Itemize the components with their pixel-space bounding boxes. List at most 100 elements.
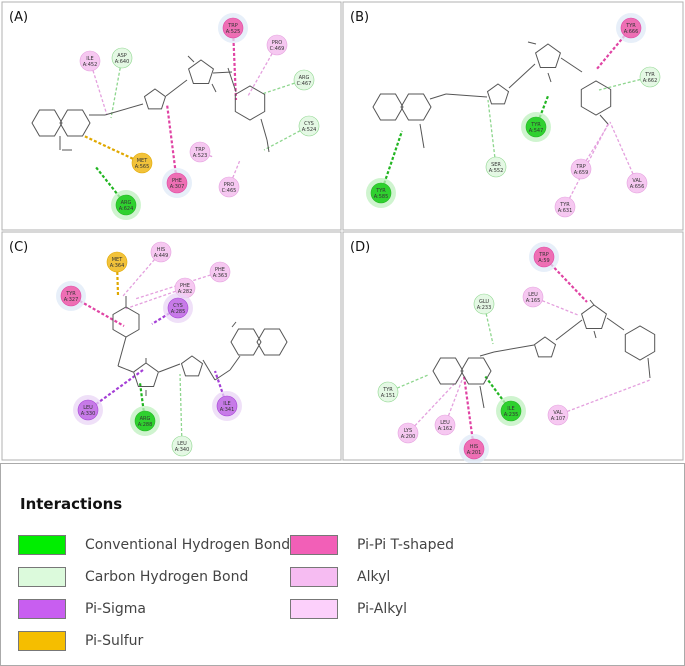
interaction-line — [165, 103, 179, 184]
ligand-structure — [112, 296, 288, 396]
residue-id: A:656 — [630, 184, 645, 190]
residue-disc — [266, 34, 288, 56]
residue-name: TRP — [538, 252, 549, 258]
legend-swatch — [290, 535, 338, 555]
residue-id: A:341 — [220, 407, 235, 413]
residue-disc — [500, 400, 522, 422]
ligand-ring — [188, 59, 214, 84]
interaction-line — [263, 125, 310, 151]
ligand-bond — [527, 41, 537, 45]
interaction-line — [487, 99, 497, 168]
ligand-bond — [560, 57, 583, 73]
residue-disc — [463, 438, 485, 460]
legend-item-pi-sulfur: Pi-Sulfur — [18, 630, 143, 652]
residue-id: A:565 — [135, 164, 150, 170]
residue-id: A:364 — [110, 263, 125, 269]
ligand-bond — [647, 357, 651, 379]
residue-id: A:282 — [178, 289, 193, 295]
ligand-bond — [229, 355, 241, 371]
ligand-ring — [31, 109, 63, 137]
ligand-bond — [117, 336, 127, 367]
residue-name: TYR — [559, 202, 570, 208]
residue-name: ARG — [121, 200, 132, 206]
residue-disc — [111, 47, 133, 69]
residue-name: GLU — [479, 299, 489, 305]
residue-disc — [209, 261, 231, 283]
residue-id: A:165 — [526, 298, 541, 304]
residue-name: PRO — [272, 40, 282, 46]
residue-disc — [216, 395, 238, 417]
residue-disc — [547, 404, 569, 426]
ligand-bond — [117, 365, 134, 373]
residue-disc — [218, 176, 240, 198]
residue-name: HIS — [470, 444, 478, 450]
ligand-bond — [555, 319, 583, 341]
residue-name: ILE — [223, 401, 230, 407]
interaction-line — [444, 379, 463, 426]
residue-disc — [620, 17, 642, 39]
legend-label: Pi-Pi T-shaped — [357, 537, 455, 553]
residue-name: CYS — [173, 303, 183, 309]
residue-name: TRP — [194, 147, 205, 153]
ligand-bond — [212, 71, 233, 74]
ligand-ring — [372, 93, 404, 121]
ligand-ring — [256, 328, 288, 356]
residue-name: TRP — [227, 23, 238, 29]
residue-name: PHE — [180, 283, 190, 289]
legend-label: Carbon Hydrogen Bond — [85, 569, 249, 585]
legend-label: Pi-Sigma — [85, 601, 146, 617]
ligand-ring — [535, 43, 561, 68]
legend-swatch — [18, 631, 66, 651]
ligand-bond — [479, 385, 485, 409]
residue-disc — [434, 414, 456, 436]
panel-label: (C) — [9, 240, 28, 255]
residue-disc — [134, 410, 156, 432]
ligand-ring — [486, 83, 510, 105]
residue-disc — [60, 285, 82, 307]
residue-disc — [131, 152, 153, 174]
residue-name: TRP — [575, 164, 586, 170]
residue-id: A:235 — [504, 412, 519, 418]
panel-label: (D) — [350, 240, 370, 255]
residue-name: ARG — [299, 75, 310, 81]
interaction-line — [124, 287, 186, 310]
residue-id: A:151 — [381, 393, 396, 399]
residue-name: VAL — [553, 410, 563, 416]
residue-id: A:233 — [477, 305, 492, 311]
legend-item-alkyl: Alkyl — [290, 566, 390, 588]
ligand-ring — [234, 85, 266, 121]
residue-name: SER — [491, 162, 501, 168]
residue-id: A:200 — [401, 434, 416, 440]
ligand-structure — [31, 55, 270, 153]
residue-name: TYR — [530, 122, 541, 128]
legend-item-pi-alkyl: Pi-Alkyl — [290, 598, 407, 620]
ligand-ring — [143, 88, 167, 110]
residue-name: LEU — [83, 405, 93, 411]
residue-disc — [370, 182, 392, 204]
interaction-line — [83, 135, 143, 164]
residue-name: PRO — [224, 182, 234, 188]
residue-id: A:631 — [558, 208, 573, 214]
ligand-bond — [479, 351, 495, 357]
ligand-bond — [589, 299, 595, 306]
residue-id: A:307 — [170, 184, 185, 190]
residue-id: A:659 — [574, 170, 589, 176]
ligand-ring — [230, 328, 262, 356]
residue-disc — [115, 194, 137, 216]
panel-label: (A) — [9, 10, 28, 25]
ligand-ring — [581, 304, 607, 329]
ligand-bond — [187, 55, 195, 63]
ligand-ring — [59, 109, 91, 137]
